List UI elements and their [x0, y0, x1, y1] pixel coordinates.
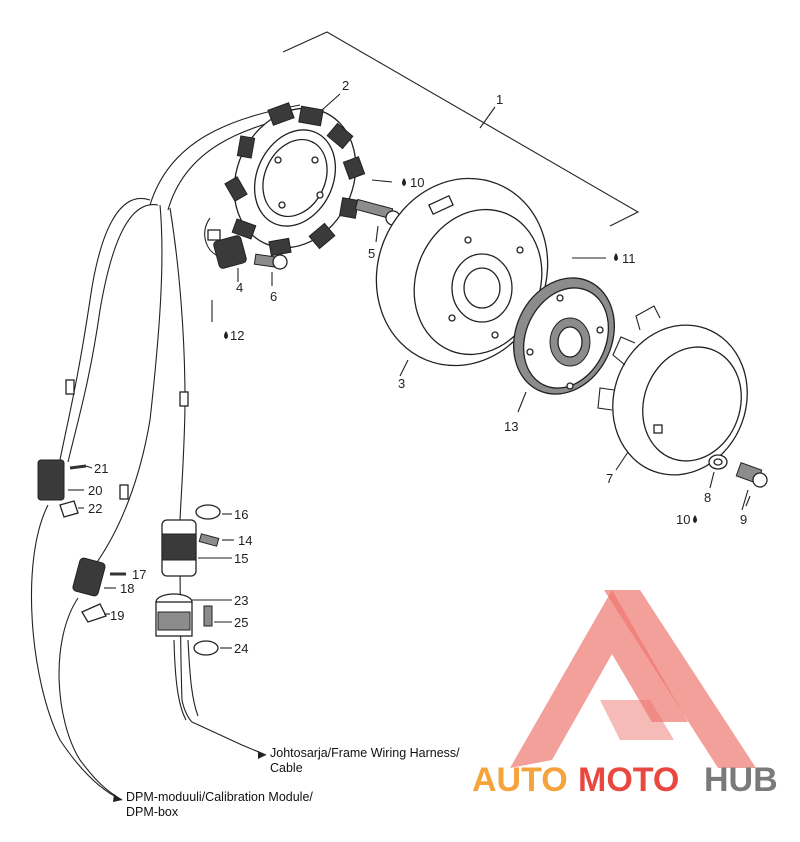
group-bracket-1 [282, 31, 640, 227]
oil-drop-icons [224, 178, 697, 523]
callout-12: 12 [230, 328, 244, 343]
connector-housing-part-15 [161, 519, 232, 577]
drop-icon [614, 253, 618, 261]
callout-4: 4 [236, 280, 243, 295]
dpm-note-leader [31, 504, 123, 802]
callout-14: 14 [238, 533, 252, 548]
connector-housing-part-23 [155, 593, 232, 637]
callout-23: 23 [234, 593, 248, 608]
dpm-note-line1: DPM-moduuli/Calibration Module/ [126, 790, 313, 804]
flywheel-part-3 [375, 177, 549, 377]
callout-19: 19 [110, 608, 124, 623]
callout-25: 25 [234, 615, 248, 630]
callout-20: 20 [88, 483, 102, 498]
callout-2: 2 [342, 78, 349, 93]
callout-1: 1 [496, 92, 503, 107]
drop-icon [402, 178, 406, 186]
seal-part-24 [193, 640, 232, 656]
callout-6: 6 [270, 289, 277, 304]
callout-16: 16 [234, 507, 248, 522]
callout-11: 11 [622, 251, 636, 266]
drop-icon [224, 331, 228, 339]
brand-moto: MOTO [578, 761, 679, 799]
stator-part-2 [224, 102, 366, 257]
seal-part-16 [195, 504, 232, 520]
callout-10a: 10 [410, 175, 424, 190]
brand-auto: AUTO [472, 761, 568, 799]
clip-part-19 [81, 603, 110, 623]
brand-hub: HUB [704, 761, 778, 799]
callout-17: 17 [132, 567, 146, 582]
callout-3: 3 [398, 376, 405, 391]
washer-part-8 [708, 454, 728, 489]
sensor-part-4 [207, 229, 247, 282]
drop-icon [693, 515, 697, 523]
callout-5: 5 [368, 246, 375, 261]
connector-part-20 [37, 459, 84, 501]
callout-21: 21 [94, 461, 108, 476]
callout-18: 18 [120, 581, 134, 596]
callout-leaders [211, 93, 751, 507]
automotohub-wordmark: AUTO MOTO HUB [472, 761, 778, 799]
callout-22: 22 [88, 501, 102, 516]
callout-10b: 10 [676, 512, 690, 527]
wiring-note-line2: Cable [270, 761, 303, 775]
pin-part-21 [69, 464, 93, 470]
wiring-note-line1: Johtosarja/Frame Wiring Harness/ [270, 746, 460, 760]
terminal-part-14 [198, 533, 234, 547]
callout-9: 9 [740, 512, 747, 527]
cover-part-7 [597, 305, 748, 476]
automotohub-logo [510, 590, 756, 768]
wiring-harness [59, 104, 301, 723]
dpm-note-line2: DPM-box [126, 805, 179, 819]
terminal-part-25 [203, 605, 232, 627]
bolt-part-6 [253, 253, 288, 286]
clip-part-22 [59, 500, 84, 518]
connector-part-18 [72, 557, 116, 597]
hub-part-13 [512, 277, 616, 413]
callout-13: 13 [504, 419, 518, 434]
callout-7: 7 [606, 471, 613, 486]
callout-24: 24 [234, 641, 248, 656]
bolt-part-9 [735, 462, 768, 511]
callout-15: 15 [234, 551, 248, 566]
callout-8: 8 [704, 490, 711, 505]
wiring-note-leader [191, 721, 267, 759]
